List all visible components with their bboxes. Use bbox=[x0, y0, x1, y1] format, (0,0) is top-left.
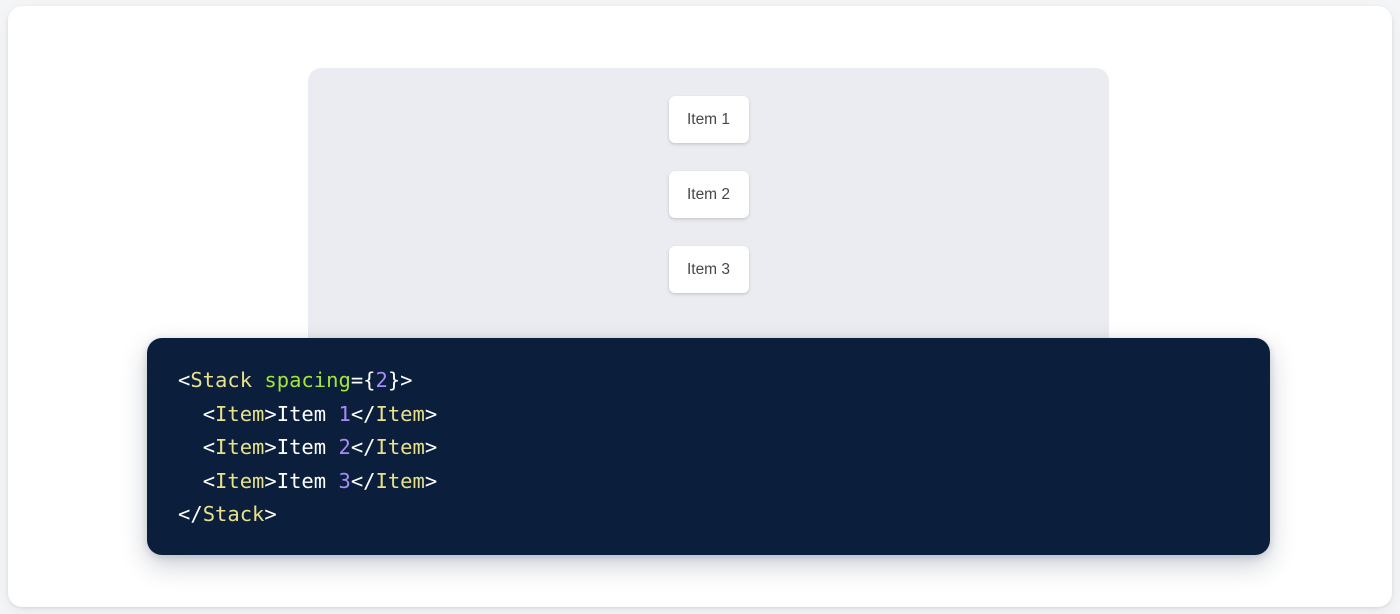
code-token-tag: Item bbox=[215, 468, 265, 493]
code-token-punct: </ bbox=[350, 468, 376, 493]
code-token-punct: > bbox=[264, 435, 277, 460]
code-token-punct: </ bbox=[178, 502, 203, 527]
code-token-punct: ={ bbox=[350, 368, 376, 392]
code-token-tag: Stack bbox=[202, 502, 265, 527]
code-token-text: Item bbox=[276, 468, 339, 493]
code-token-tag: Item bbox=[375, 401, 425, 426]
code-token-punct: < bbox=[178, 368, 191, 392]
page-card: Item 1 Item 2 Item 3 <Stack spacing={2}>… bbox=[8, 6, 1392, 607]
code-token-num: 3 bbox=[338, 468, 351, 493]
stack-item[interactable]: Item 3 bbox=[668, 246, 749, 293]
code-token-punct: < bbox=[202, 435, 216, 460]
code-token-punct: </ bbox=[350, 435, 376, 460]
code-snippet-block[interactable]: <Stack spacing={2}> <Item>Item 1</Item> … bbox=[147, 338, 1270, 555]
stack-item[interactable]: Item 1 bbox=[668, 96, 749, 143]
code-token-punct: > bbox=[424, 401, 438, 426]
code-token-tag: Item bbox=[375, 468, 425, 493]
code-token-punct: }> bbox=[387, 368, 413, 392]
code-token-attr: spacing bbox=[264, 368, 351, 392]
code-token-punct: > bbox=[424, 468, 438, 493]
code-token-num: 2 bbox=[375, 368, 388, 392]
code-token-text bbox=[252, 368, 264, 392]
code-token-text: Item bbox=[276, 435, 339, 460]
code-token-punct: > bbox=[264, 468, 277, 493]
stack-container: Item 1 Item 2 Item 3 bbox=[308, 96, 1109, 293]
code-token-punct: > bbox=[424, 435, 438, 460]
code-token-tag: Item bbox=[215, 401, 265, 426]
code-token-num: 1 bbox=[338, 401, 351, 426]
code-tokens: <Stack spacing={2}> <Item>Item 1</Item> … bbox=[178, 368, 437, 526]
stack-item[interactable]: Item 2 bbox=[668, 171, 749, 218]
code-token-punct: > bbox=[264, 401, 277, 426]
code-token-punct: < bbox=[202, 401, 216, 426]
code-token-text: Item bbox=[276, 401, 339, 426]
code-token-tag: Item bbox=[215, 435, 265, 460]
code-token-tag: Item bbox=[375, 435, 425, 460]
code-token-punct: < bbox=[202, 468, 216, 493]
code-token-num: 2 bbox=[338, 435, 351, 460]
code-token-punct: > bbox=[264, 502, 277, 527]
code-token-punct: </ bbox=[350, 401, 376, 426]
code-token-tag: Stack bbox=[190, 368, 253, 392]
code-snippet-text: <Stack spacing={2}> <Item>Item 1</Item> … bbox=[178, 364, 1270, 532]
